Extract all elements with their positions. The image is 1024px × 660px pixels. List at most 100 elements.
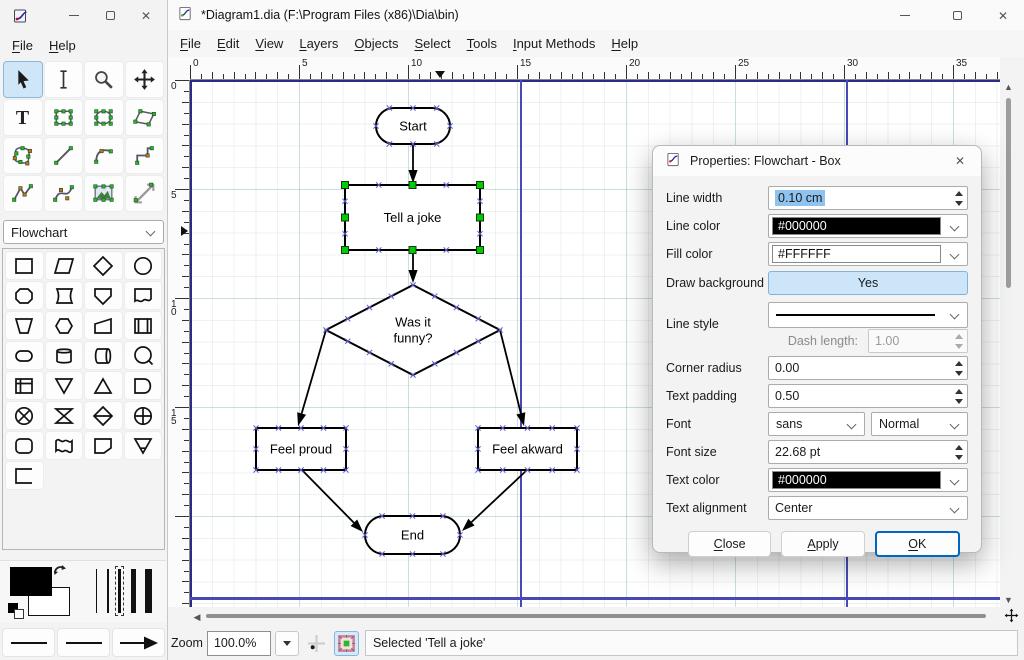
zoom-input[interactable]: 100.0% (206, 630, 271, 656)
line-width-2[interactable] (106, 569, 109, 613)
line-style-combo[interactable] (768, 302, 968, 328)
foreground-color-swatch[interactable] (10, 567, 52, 596)
menu-file[interactable]: File (180, 36, 201, 51)
begin-arrow-style-button[interactable] (2, 628, 55, 657)
line-width-spinner[interactable]: 0.10 cm (768, 186, 968, 210)
shape-punched-tape-button[interactable] (44, 431, 83, 460)
tool-box-button[interactable] (43, 99, 83, 136)
line-style-button[interactable] (57, 628, 110, 657)
tool-outline-button[interactable] (124, 175, 164, 212)
font-family-combo[interactable]: sans (768, 412, 865, 436)
horizontal-scrollbar-thumb[interactable] (206, 614, 986, 618)
tool-image-button[interactable] (84, 175, 124, 212)
menu-tools[interactable]: Tools (466, 36, 497, 51)
zoom-dropdown-button[interactable] (274, 630, 299, 656)
toolbox-close-button[interactable]: ✕ (140, 8, 152, 23)
tool-text-button[interactable]: T (3, 99, 43, 136)
sheet-selector[interactable]: Flowchart (3, 220, 164, 244)
line-width-selector[interactable] (96, 566, 152, 616)
snap-to-objects-toggle-button[interactable] (333, 630, 359, 656)
shape-hexagon-button[interactable] (44, 311, 83, 340)
menu-select[interactable]: Select (414, 36, 451, 51)
dialog-titlebar[interactable]: Properties: Flowchart - Box ✕ (653, 146, 981, 176)
vertical-scrollbar[interactable]: ▲ ▼ (1001, 80, 1016, 607)
text-alignment-combo[interactable]: Center (768, 496, 968, 520)
shape-or-button[interactable] (123, 401, 162, 430)
shape-folded-document-button[interactable] (84, 431, 123, 460)
menu-objects[interactable]: Objects (354, 36, 399, 51)
menu-view[interactable]: View (255, 36, 284, 51)
tool-beziergon-button[interactable] (3, 137, 43, 174)
flow-edge-tell-a-joke-to-was-it-funny[interactable] (408, 250, 418, 283)
shape-inverted-trapezoid-button[interactable] (5, 311, 44, 340)
flow-edge-feel-proud-to-end[interactable] (301, 469, 363, 532)
font-size-spinner[interactable]: 22.68 pt (768, 440, 968, 464)
menu-input-methods[interactable]: Input Methods (512, 36, 596, 51)
scroll-left-icon[interactable]: ◀ (193, 612, 201, 622)
toolbox-minimize-button[interactable] (59, 0, 89, 31)
vertical-scrollbar-thumb[interactable] (1006, 98, 1011, 288)
flow-node-feel-akward[interactable]: Feel akward (475, 425, 580, 473)
tool-bezierline-button[interactable] (43, 175, 83, 212)
scroll-down-icon[interactable]: ▼ (1004, 595, 1013, 605)
tool-polyline-button[interactable] (3, 175, 43, 212)
swap-colors-icon[interactable] (52, 563, 68, 582)
tool-scroll-button[interactable] (124, 61, 164, 98)
corner-radius-spinner[interactable]: 0.00 (768, 356, 968, 380)
text-color-combo[interactable]: #000000 (768, 468, 968, 492)
toolbox-titlebar[interactable]: ✕ (0, 0, 167, 32)
shape-predefined-process-button[interactable] (123, 311, 162, 340)
shape-sort-button[interactable] (84, 401, 123, 430)
flow-node-tell-a-joke[interactable]: Tell a joke (341, 181, 484, 254)
main-close-button[interactable]: ✕ (997, 8, 1009, 23)
shape-octagon-button[interactable] (5, 281, 44, 310)
shape-open-rectangle-button[interactable] (5, 461, 44, 490)
shape-delay-button[interactable] (123, 371, 162, 400)
shape-manual-input-button[interactable] (84, 311, 123, 340)
tool-textedit-button[interactable] (43, 61, 83, 98)
flow-node-start[interactable]: Start (373, 105, 453, 147)
flow-node-end[interactable]: End (362, 513, 463, 557)
flow-edge-start-to-tell-a-joke[interactable] (408, 144, 418, 183)
font-style-combo[interactable]: Normal (871, 412, 968, 436)
toolbox-menu-file[interactable]: File (12, 37, 33, 53)
shape-rounded-box-button[interactable] (5, 431, 44, 460)
tool-zigzagline-button[interactable] (124, 137, 164, 174)
shape-offpage-connector-button[interactable] (84, 281, 123, 310)
tool-ellipse-button[interactable] (84, 99, 124, 136)
flow-edge-was-it-funny-to-feel-proud[interactable] (297, 329, 327, 426)
shape-display-button[interactable] (44, 281, 83, 310)
horizontal-scrollbar[interactable]: ◀ (190, 608, 1000, 624)
toolbox-menu-help[interactable]: Help (48, 37, 76, 53)
line-width-1[interactable] (96, 569, 97, 613)
toolbox-maximize-button[interactable] (95, 0, 125, 31)
main-minimize-button[interactable] (890, 0, 920, 31)
shape-parallelogram-button[interactable] (44, 251, 83, 280)
line-width-4[interactable] (130, 569, 136, 613)
default-colors-swatch[interactable] (8, 603, 18, 613)
line-color-combo[interactable]: #000000 (768, 214, 968, 238)
grid-toggle-button[interactable] (303, 630, 329, 656)
flow-node-feel-proud[interactable]: Feel proud (253, 425, 349, 473)
ok-button[interactable]: OK (874, 531, 960, 557)
draw-background-toggle[interactable]: Yes (768, 271, 968, 295)
line-width-3-selected[interactable] (115, 566, 124, 616)
fill-color-combo[interactable]: #FFFFFF (768, 242, 968, 266)
tool-arc-button[interactable] (84, 137, 124, 174)
shape-merge-button[interactable] (44, 371, 83, 400)
tool-magnify-button[interactable] (84, 61, 124, 98)
close-button[interactable]: Close (688, 531, 772, 557)
shape-summing-junction-button[interactable] (5, 401, 44, 430)
shape-collate-button[interactable] (44, 401, 83, 430)
shape-ellipse-button[interactable] (123, 251, 162, 280)
menu-help[interactable]: Help (611, 36, 639, 51)
apply-button[interactable]: Apply (781, 531, 865, 557)
shape-extract-button[interactable] (84, 371, 123, 400)
shape-magnetic-disk-button[interactable] (123, 341, 162, 370)
menu-layers[interactable]: Layers (299, 36, 339, 51)
line-width-5[interactable] (145, 569, 152, 613)
shape-magnetic-drum-button[interactable] (44, 341, 83, 370)
main-titlebar[interactable]: *Diagram1.dia (F:\Program Files (x86)\Di… (168, 0, 1024, 30)
shape-card-button[interactable] (123, 281, 162, 310)
tool-line-button[interactable] (43, 137, 83, 174)
